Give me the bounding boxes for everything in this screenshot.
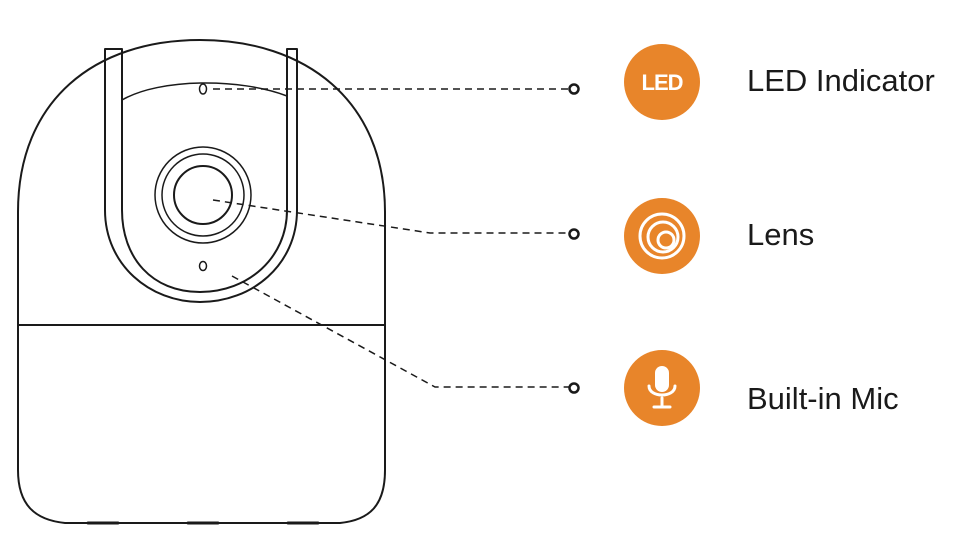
led-icon: LED <box>642 70 683 95</box>
camera-illustration <box>17 39 386 525</box>
leader-line-lens <box>212 199 570 234</box>
lens-middle-ring <box>161 153 245 237</box>
leader-lines <box>212 83 580 394</box>
leader-end-lens <box>568 228 580 240</box>
leader-line-mic <box>231 275 570 388</box>
badge-led-circle <box>624 44 700 120</box>
label-lens: Lens <box>747 217 814 252</box>
led-dot <box>198 83 208 95</box>
badge-led: LED <box>624 44 700 120</box>
camera-body-outline <box>17 39 386 524</box>
camera-front-window <box>104 48 298 303</box>
lens-outer-ring <box>154 146 252 244</box>
badge-mic <box>624 350 700 426</box>
mic-dot <box>198 260 208 272</box>
label-built-in-mic: Built-in Mic <box>747 381 899 416</box>
leader-end-mic <box>568 382 580 394</box>
camera-window-arc <box>121 82 288 101</box>
label-led-indicator: LED Indicator <box>747 63 935 98</box>
leader-end-led <box>568 83 580 95</box>
badge-lens-circle <box>624 198 700 274</box>
microphone-icon <box>647 366 677 409</box>
lens-icon <box>638 212 686 260</box>
lens-inner-ring <box>173 165 233 225</box>
badge-lens <box>624 198 700 274</box>
